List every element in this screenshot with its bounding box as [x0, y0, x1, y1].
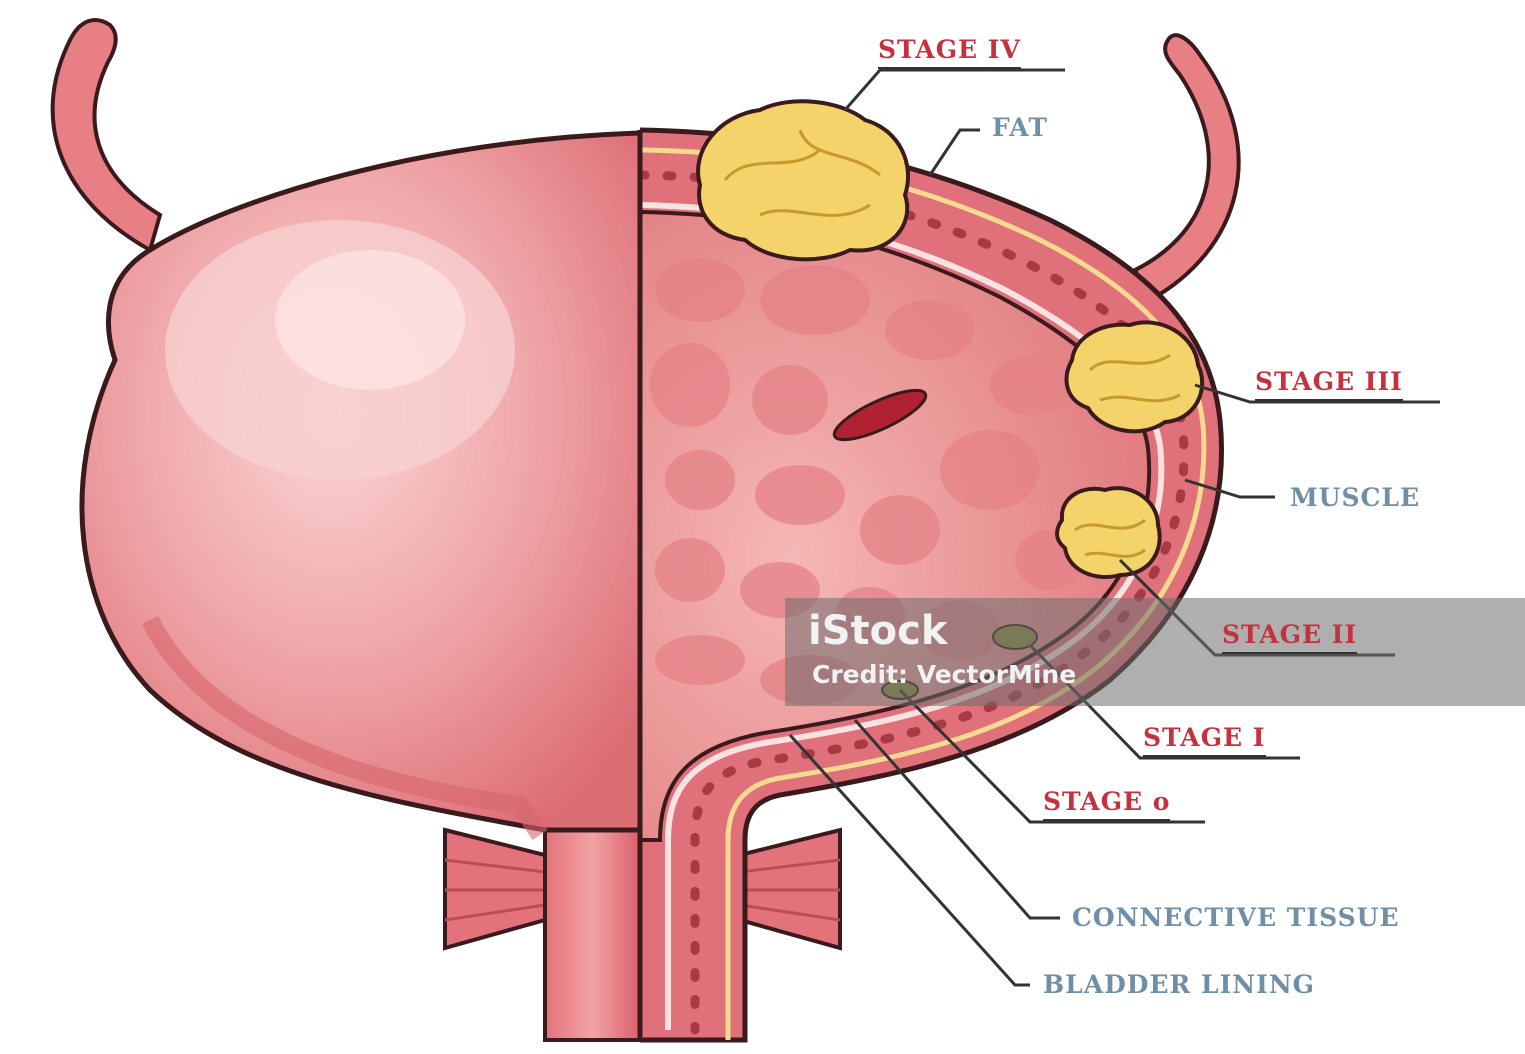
watermark-credit: Credit: VectorMine — [812, 660, 1076, 689]
label-stage-i: STAGE I — [1143, 723, 1266, 757]
label-stage-0: STAGE o — [1043, 787, 1170, 821]
watermark-logo: iStock — [808, 608, 947, 654]
right-ureter — [1135, 35, 1239, 300]
tumor-stage-ii — [1057, 488, 1160, 577]
left-ureter — [53, 20, 160, 250]
label-stage-iii: STAGE III — [1255, 367, 1403, 401]
label-bladder-lining: BLADDER LINING — [1043, 970, 1315, 999]
label-fat: FAT — [992, 113, 1048, 142]
leader-fat — [930, 130, 980, 175]
label-muscle: MUSCLE — [1290, 483, 1420, 512]
label-stage-iv: STAGE IV — [878, 35, 1021, 69]
label-stage-ii: STAGE II — [1222, 620, 1357, 654]
tumor-stage-iv — [698, 101, 908, 259]
label-connective-tissue: CONNECTIVE TISSUE — [1072, 903, 1400, 932]
leader-stage-iv — [845, 70, 1065, 110]
